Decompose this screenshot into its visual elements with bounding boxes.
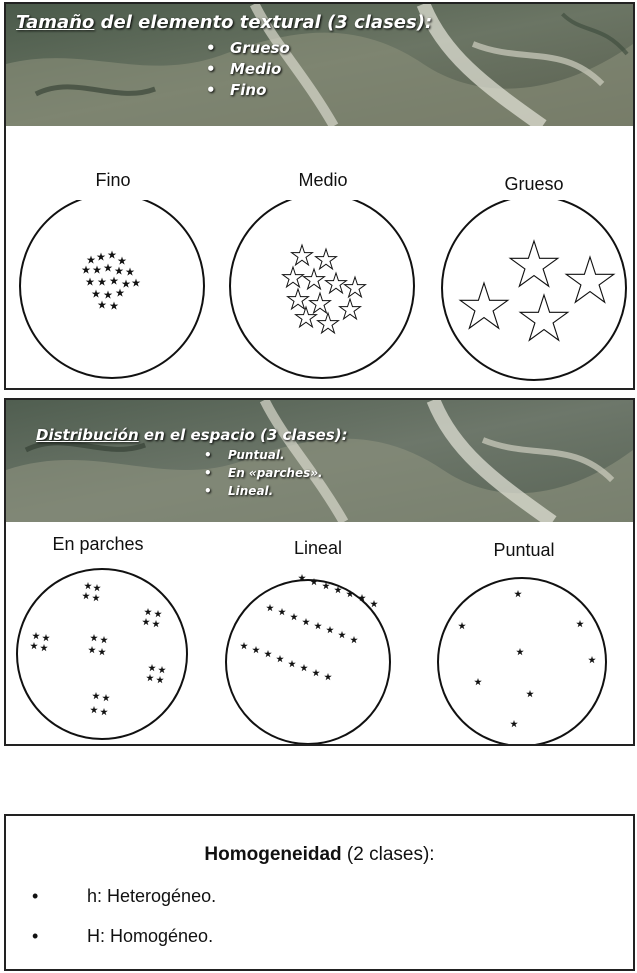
bullet-grueso: Grueso (206, 38, 290, 59)
label-medio: Medio (243, 170, 403, 191)
circle-fino (20, 200, 204, 378)
texture-size-banner-photo: Tamaño del elemento textural (3 clases):… (6, 4, 633, 126)
homogeneity-item-homogeneo: •H: Homogéneo. (32, 926, 213, 947)
circle-lineal (226, 574, 390, 744)
circle-medio (230, 200, 414, 378)
label-fino: Fino (33, 170, 193, 191)
texture-size-bullet-list: Grueso Medio Fino (206, 38, 290, 101)
homogeneity-panel: Homogeneidad (2 clases): •h: Heterogéneo… (4, 814, 635, 971)
texture-size-circles (6, 200, 635, 390)
bullet-lineal: Lineal. (204, 482, 323, 500)
circle-puntual (438, 578, 606, 744)
circle-en-parches (17, 569, 187, 739)
spatial-distribution-banner-photo: Distribución en el espacio (3 clases): P… (6, 400, 633, 522)
homogeneity-item-heterogeneo: •h: Heterogéneo. (32, 886, 216, 907)
texture-size-title: Tamaño del elemento textural (3 clases): (16, 12, 432, 33)
label-en-parches: En parches (18, 534, 178, 555)
spatial-distribution-circles (6, 564, 635, 744)
spatial-distribution-bullet-list: Puntual. En «parches». Lineal. (204, 446, 323, 500)
bullet-parches: En «parches». (204, 464, 323, 482)
spatial-distribution-title: Distribución en el espacio (3 clases): (36, 426, 348, 444)
bullet-medio: Medio (206, 59, 290, 80)
texture-size-panel: Tamaño del elemento textural (3 clases):… (4, 2, 635, 390)
circle-grueso (442, 200, 626, 380)
bullet-puntual: Puntual. (204, 446, 323, 464)
label-grueso: Grueso (454, 174, 614, 195)
spatial-distribution-panel: Distribución en el espacio (3 clases): P… (4, 398, 635, 746)
label-puntual: Puntual (444, 540, 604, 561)
label-lineal: Lineal (238, 538, 398, 559)
homogeneity-title: Homogeneidad (2 clases): (6, 844, 633, 866)
bullet-fino: Fino (206, 80, 290, 101)
